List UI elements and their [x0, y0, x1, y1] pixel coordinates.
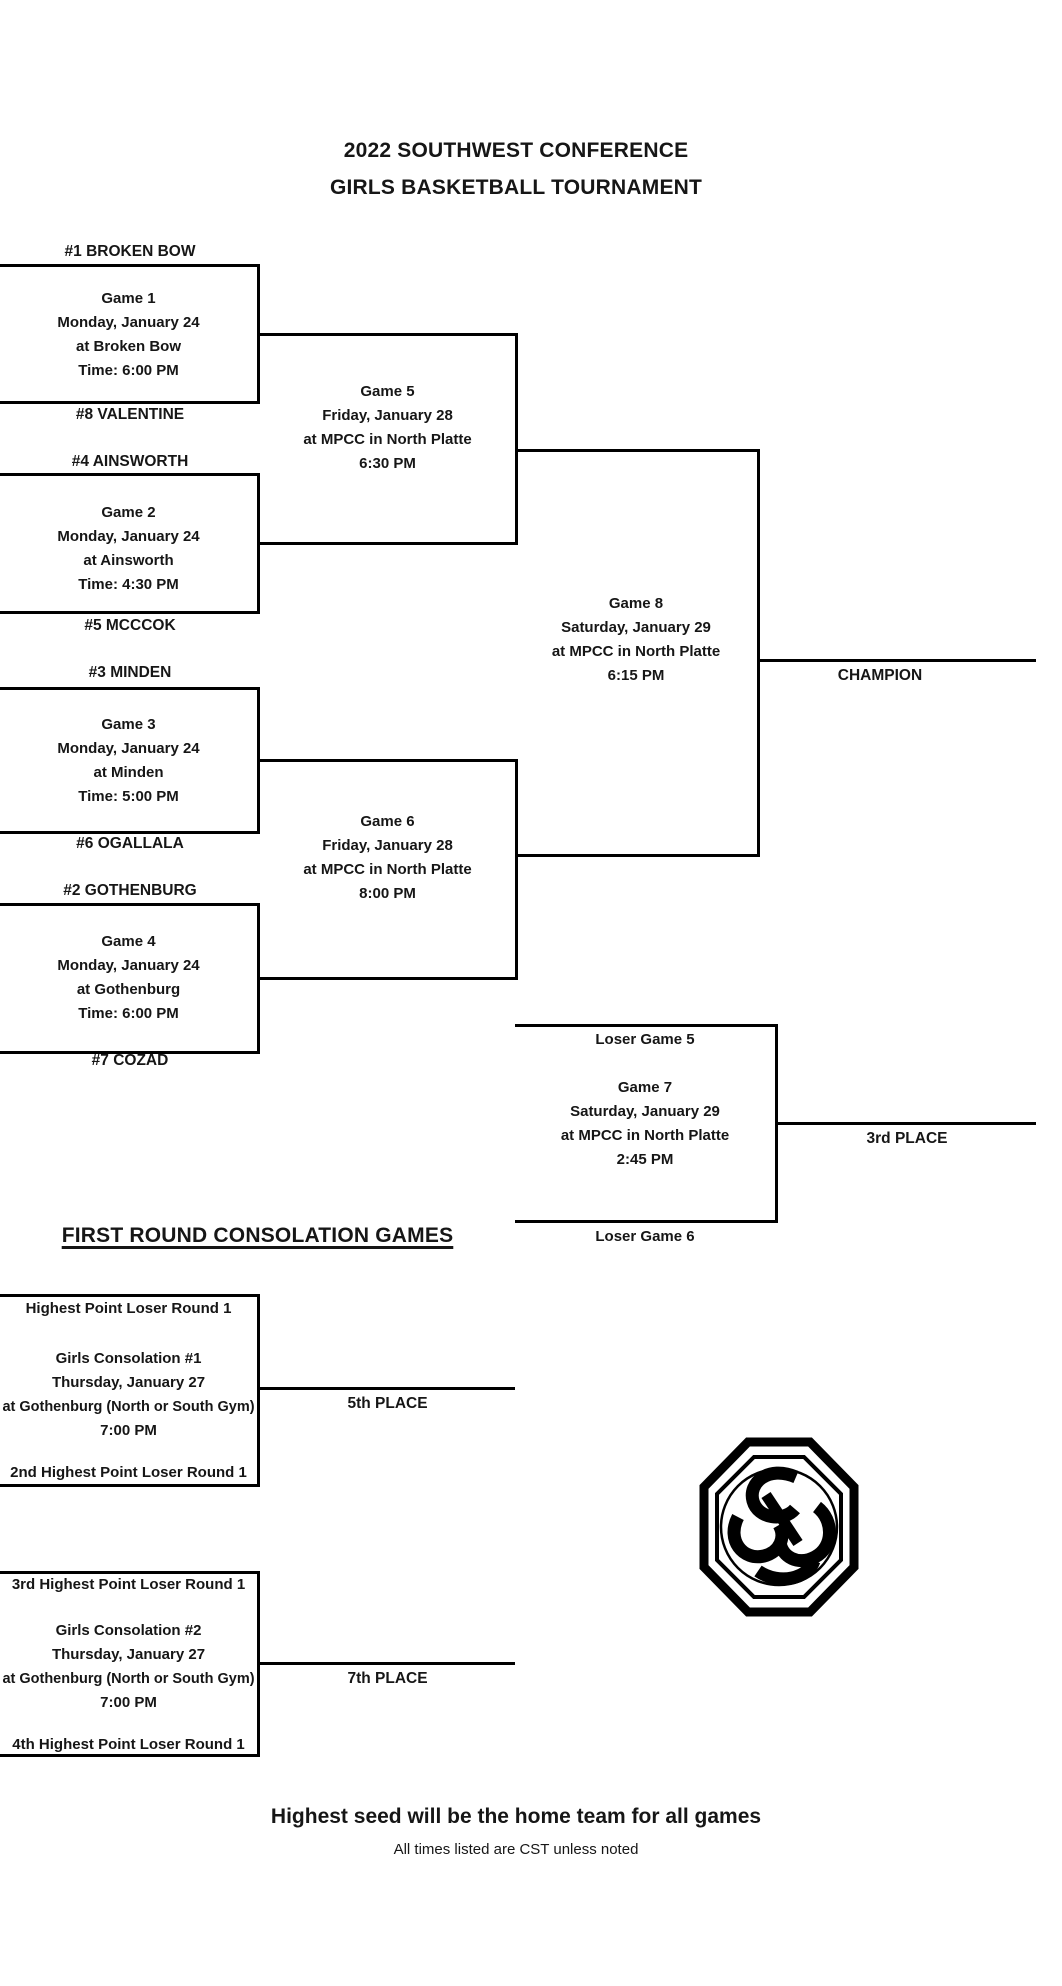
- team-label-gothenburg: #2 GOTHENBURG: [63, 882, 197, 899]
- consolation-2-top-slot-label: 3rd Highest Point Loser Round 1: [11, 1576, 246, 1593]
- game-5-line: at MPCC in North Platte: [303, 431, 472, 448]
- seventh-place-label: 7th PLACE: [347, 1670, 428, 1687]
- game-6-details: Game 6 Friday, January 28 at MPCC in Nor…: [260, 810, 515, 906]
- consolation-1-line: at Gothenburg (North or South Gym): [2, 1399, 255, 1415]
- game-4-line: Time: 6:00 PM: [78, 1005, 179, 1022]
- page-title-line-1: 2022 SOUTHWEST CONFERENCE: [343, 139, 689, 162]
- game-6-winner-connector-line: [518, 854, 757, 857]
- fifth-place-line: [260, 1387, 515, 1390]
- team-label-minden: #3 MINDEN: [88, 664, 172, 681]
- consolation-1-details: Girls Consolation #1 Thursday, January 2…: [0, 1347, 257, 1443]
- team-label-ainsworth: #4 AINSWORTH: [71, 453, 189, 470]
- consolation-1-line: Girls Consolation #1: [55, 1350, 202, 1367]
- consolation-2-box: [0, 1571, 260, 1757]
- game-8-line: Saturday, January 29: [561, 619, 711, 636]
- seventh-place-line: [260, 1662, 515, 1665]
- game-4-details: Game 4 Monday, January 24 at Gothenburg …: [0, 930, 257, 1026]
- team-label-ogallala: #6 OGALLALA: [76, 835, 184, 852]
- game-8-details: Game 8 Saturday, January 29 at MPCC in N…: [515, 592, 757, 688]
- game-4-line: Monday, January 24: [57, 957, 200, 974]
- game-7-line: Game 7: [617, 1079, 673, 1096]
- game-1-details: Game 1 Monday, January 24 at Broken Bow …: [0, 287, 257, 383]
- game-3-line: Time: 5:00 PM: [78, 788, 179, 805]
- game-2-line: at Ainsworth: [83, 552, 174, 569]
- game-8-line: 6:15 PM: [607, 667, 665, 684]
- game-4-line: at Gothenburg: [76, 981, 181, 998]
- game-8-line: Game 8: [608, 595, 664, 612]
- consolation-2-line: Thursday, January 27: [51, 1646, 206, 1663]
- game-1-line: Game 1: [101, 290, 156, 307]
- game-8-line: at MPCC in North Platte: [551, 643, 721, 660]
- game-3-line: Monday, January 24: [57, 740, 200, 757]
- consolation-1-box: [0, 1294, 260, 1487]
- consolation-1-top-slot-label: Highest Point Loser Round 1: [25, 1300, 232, 1317]
- consolation-section-heading: FIRST ROUND CONSOLATION GAMES: [61, 1224, 454, 1247]
- game-6-line: 8:00 PM: [359, 885, 416, 902]
- game-5-box: [257, 333, 518, 545]
- champion-line: [760, 659, 1036, 662]
- consolation-2-bottom-slot-label: 4th Highest Point Loser Round 1: [12, 1736, 245, 1753]
- game-6-line: Game 6: [360, 813, 415, 830]
- game-5-line: Friday, January 28: [322, 407, 453, 424]
- game-7-details: Game 7 Saturday, January 29 at MPCC in N…: [515, 1076, 775, 1172]
- game-2-line: Time: 4:30 PM: [78, 576, 179, 593]
- game-4-line: Game 4: [101, 933, 156, 950]
- game-3-line: at Minden: [93, 764, 164, 781]
- game-6-box: [257, 759, 518, 980]
- game-5-line: Game 5: [360, 383, 415, 400]
- game-5-winner-connector-line: [518, 449, 757, 452]
- game-2-line: Game 2: [101, 504, 156, 521]
- consolation-1-line: 7:00 PM: [100, 1422, 157, 1439]
- footer-note-home-team: Highest seed will be the home team for a…: [270, 1805, 762, 1828]
- game-7-line: Saturday, January 29: [570, 1103, 720, 1120]
- consolation-1-bottom-slot-label: 2nd Highest Point Loser Round 1: [10, 1464, 247, 1481]
- third-place-label: 3rd PLACE: [866, 1130, 948, 1147]
- champion-label: CHAMPION: [837, 667, 923, 684]
- game-7-bottom-slot-label: Loser Game 6: [595, 1228, 695, 1245]
- consolation-2-line: at Gothenburg (North or South Gym): [2, 1671, 255, 1687]
- consolation-2-line: 7:00 PM: [100, 1694, 157, 1711]
- game-7-line: 2:45 PM: [616, 1151, 674, 1168]
- team-label-mcccok: #5 MCCCOK: [84, 617, 176, 634]
- consolation-2-line: Girls Consolation #2: [55, 1622, 202, 1639]
- consolation-1-line: Thursday, January 27: [51, 1374, 206, 1391]
- final-bracket-vertical-line: [757, 449, 760, 857]
- game-2-line: Monday, January 24: [57, 528, 200, 545]
- game-1-line: at Broken Bow: [75, 338, 181, 355]
- game-2-details: Game 2 Monday, January 24 at Ainsworth T…: [0, 501, 257, 597]
- game-1-line: Time: 6:00 PM: [78, 362, 179, 379]
- game-7-box: [515, 1024, 778, 1223]
- footer-note-times: All times listed are CST unless noted: [393, 1841, 639, 1858]
- game-3-details: Game 3 Monday, January 24 at Minden Time…: [0, 713, 257, 809]
- game-3-line: Game 3: [101, 716, 156, 733]
- consolation-2-details: Girls Consolation #2 Thursday, January 2…: [0, 1619, 257, 1715]
- game-5-line: 6:30 PM: [359, 455, 416, 472]
- game-7-top-slot-label: Loser Game 5: [595, 1031, 695, 1048]
- fifth-place-label: 5th PLACE: [347, 1395, 428, 1412]
- conference-logo-icon: [698, 1437, 860, 1617]
- team-label-cozad: #7 COZAD: [91, 1052, 169, 1069]
- game-6-line: at MPCC in North Platte: [303, 861, 472, 878]
- game-6-line: Friday, January 28: [322, 837, 453, 854]
- team-label-valentine: #8 VALENTINE: [75, 406, 185, 423]
- page-title-line-2: GIRLS BASKETBALL TOURNAMENT: [329, 176, 703, 199]
- third-place-line: [778, 1122, 1036, 1125]
- game-7-line: at MPCC in North Platte: [560, 1127, 730, 1144]
- team-label-broken-bow: #1 BROKEN BOW: [64, 243, 196, 260]
- game-5-details: Game 5 Friday, January 28 at MPCC in Nor…: [260, 380, 515, 476]
- game-1-line: Monday, January 24: [57, 314, 200, 331]
